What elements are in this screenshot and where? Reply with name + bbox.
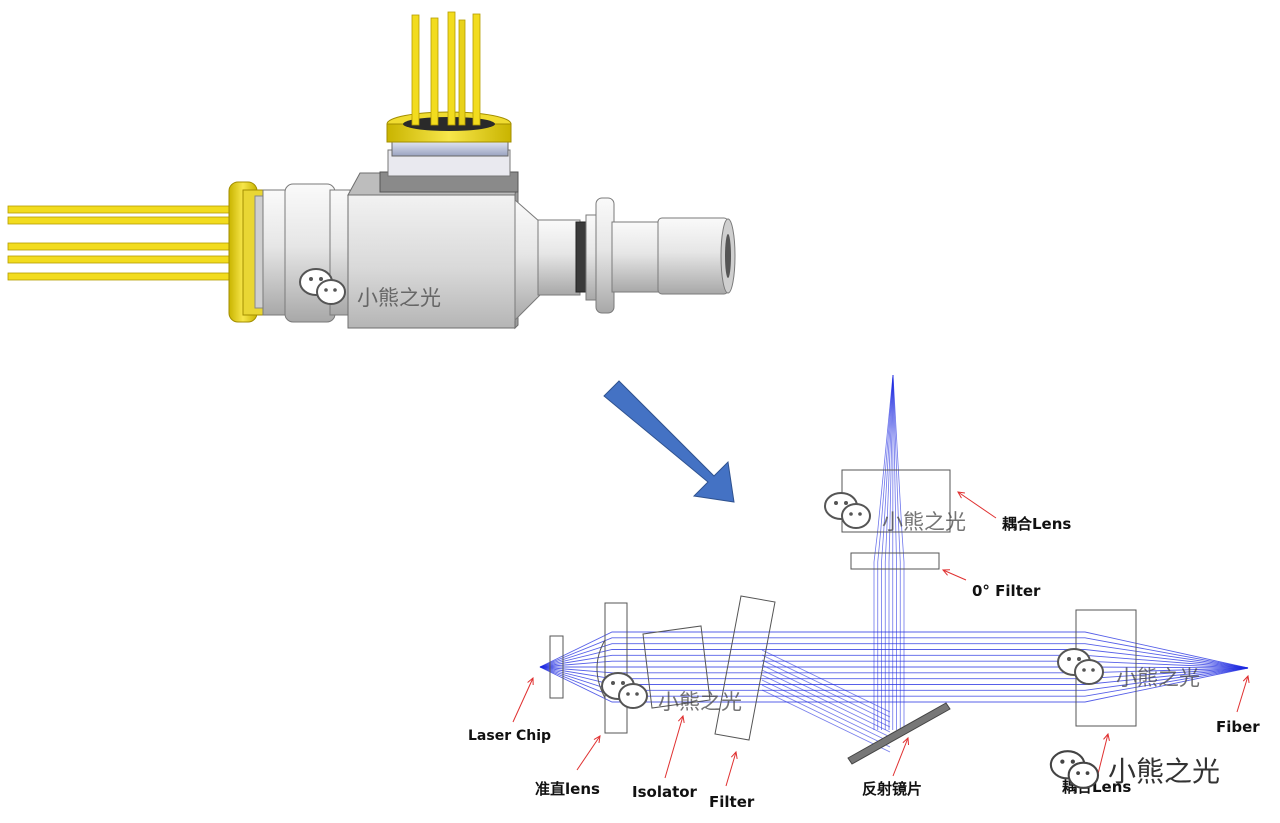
collimating-lens-element: [604, 602, 628, 734]
pointer-line: [576, 735, 601, 771]
pointer-head: [527, 676, 534, 686]
beam-ray: [761, 689, 891, 753]
beam-ray: [761, 664, 891, 728]
label-isolator: Isolator: [632, 783, 697, 801]
pointer-head: [730, 750, 738, 759]
watermark-text-4: 小熊之光: [1116, 666, 1200, 690]
mirror-element: [847, 702, 951, 765]
pointer-head: [902, 736, 910, 746]
pointer-line: [957, 491, 997, 519]
beam-ray: [761, 684, 891, 748]
watermark-text-2: 小熊之光: [882, 510, 966, 534]
ray-diagram: [512, 374, 1250, 787]
pointer-head: [941, 569, 951, 576]
transition-arrow: [603, 380, 735, 503]
beam-ray: [539, 666, 1249, 674]
beam-ray: [877, 374, 894, 730]
beam-ray: [761, 679, 891, 743]
laser-beams: [539, 374, 1249, 753]
pointer-head: [1242, 674, 1250, 683]
beam-ray: [761, 654, 891, 718]
wechat-icon: [1049, 750, 1100, 789]
beam-ray: [892, 374, 901, 730]
pointer-line: [1097, 733, 1109, 775]
beam-ray: [881, 374, 894, 730]
label-laser-chip: Laser Chip: [468, 728, 552, 744]
label-filter: Filter: [709, 793, 755, 811]
beam-ray: [539, 654, 1249, 669]
wechat-icon: [824, 492, 871, 529]
label-fiber: Fiber: [1216, 718, 1260, 736]
beam-ray: [892, 374, 897, 730]
laser-chip-element: [549, 635, 564, 699]
pointer-line: [892, 737, 909, 777]
beam-ray: [539, 649, 1249, 669]
pins-top: [411, 11, 481, 126]
pointer-line: [942, 569, 967, 581]
pointer-head: [593, 735, 601, 743]
beam-ray: [539, 631, 1249, 669]
pointer-head: [957, 491, 965, 499]
label-collimating-lens: 准直lens: [535, 780, 600, 798]
beam-ray: [539, 666, 1249, 691]
beam-ray: [539, 637, 1249, 669]
beam-ray: [761, 649, 891, 713]
beam-ray: [884, 374, 894, 730]
isolator-element: [642, 625, 711, 709]
beam-ray: [539, 666, 1249, 680]
flange-left: [228, 181, 266, 323]
beam-ray: [539, 660, 1249, 669]
beam-ray: [873, 374, 894, 730]
filter-element: [714, 595, 776, 741]
wechat-icon: [1057, 648, 1104, 685]
pointer-head: [677, 714, 685, 723]
label-coupling-lens-top: 耦合Lens: [1002, 515, 1072, 533]
beam-ray: [539, 666, 1249, 685]
pointer-line: [512, 677, 534, 723]
label-zero-degree-filter: 0° Filter: [972, 582, 1041, 600]
beam-ray: [892, 374, 905, 730]
label-pointers: [512, 491, 1250, 787]
beam-ray: [761, 674, 891, 738]
wechat-icon: [299, 268, 346, 305]
optical-module-3d: [7, 11, 736, 330]
zero-filter-element: [850, 552, 940, 570]
pointer-head: [1103, 732, 1110, 741]
beam-ray: [539, 643, 1249, 669]
pointer-line: [725, 751, 737, 787]
pins-left: [7, 205, 237, 281]
wechat-icon: [601, 672, 648, 709]
label-mirror: 反射镜片: [862, 780, 923, 798]
watermark-corner-text: 小熊之光: [1108, 755, 1221, 788]
pointer-line: [1236, 675, 1249, 713]
beam-ray: [761, 669, 891, 733]
pointer-line: [664, 715, 684, 779]
beam-ray: [761, 659, 891, 723]
beam-ray: [539, 666, 1249, 697]
beam-ray: [540, 666, 1249, 669]
beam-ray: [888, 374, 894, 730]
watermark-text-3: 小熊之光: [658, 690, 742, 714]
watermark-text-1: 小熊之光: [357, 286, 441, 310]
